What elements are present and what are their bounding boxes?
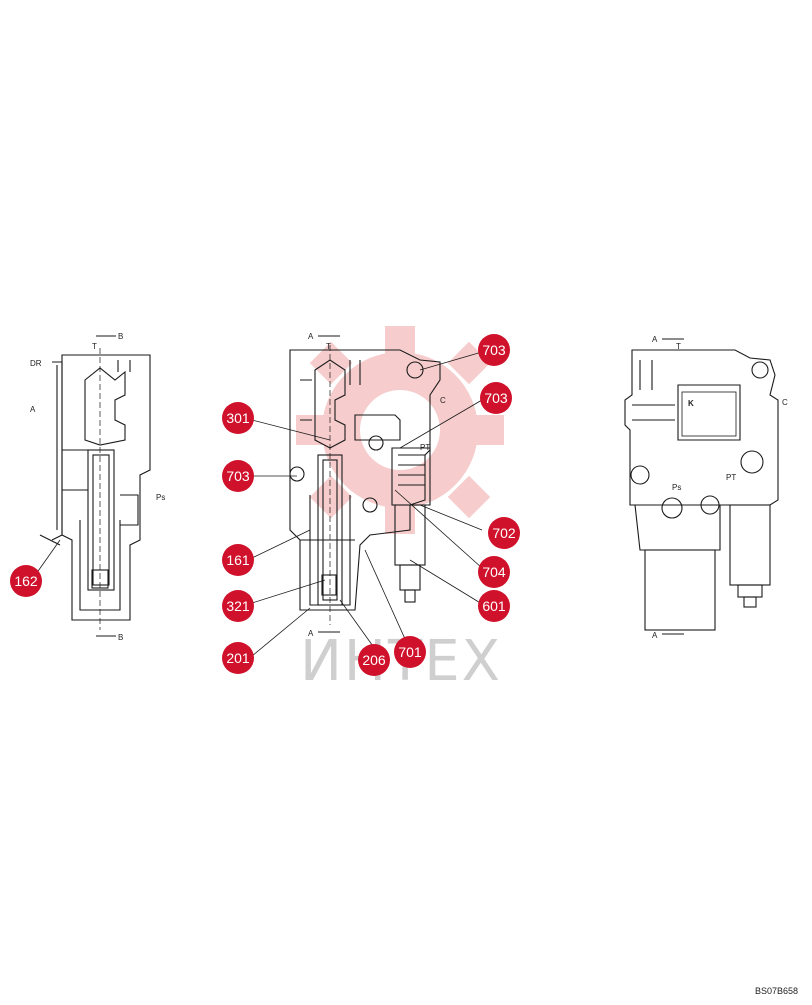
callout-161: 161: [222, 544, 254, 576]
callout-206: 206: [358, 644, 390, 676]
port-label-c-right: C: [782, 398, 788, 407]
right-external-view: [624, 349, 779, 631]
callout-301: 301: [222, 402, 254, 434]
section-label-a-right-top: A: [652, 335, 658, 344]
callout-701: 701: [394, 636, 426, 668]
callout-601: 601: [478, 590, 510, 622]
leader-lines: [35, 351, 483, 657]
callout-label: 301: [226, 410, 250, 426]
callout-label: 321: [226, 598, 250, 614]
port-label-a-left: A: [30, 405, 36, 414]
section-label-a-bottom: A: [308, 629, 314, 638]
callout-703-left: 703: [222, 460, 254, 492]
section-label-a-top: A: [308, 332, 314, 341]
callout-703-mid: 703: [480, 382, 512, 414]
callout-162: 162: [10, 565, 42, 597]
port-label-c-center: C: [440, 396, 446, 405]
left-view-arrows: [96, 335, 116, 637]
callout-label: 703: [482, 342, 506, 358]
callout-702: 702: [488, 517, 520, 549]
right-view-arrows: [662, 338, 684, 635]
port-label-dr: DR: [30, 359, 42, 368]
callout-label: 201: [226, 650, 250, 666]
section-label-b-top: B: [118, 332, 123, 341]
section-label-b-bottom: B: [118, 633, 123, 642]
center-section-view: [289, 345, 441, 625]
callout-201: 201: [222, 642, 254, 674]
port-label-t-center: T: [326, 342, 331, 351]
port-label-t-left: T: [92, 342, 97, 351]
callout-703-top: 703: [478, 334, 510, 366]
callout-label: 704: [482, 564, 506, 580]
left-section-view: [39, 348, 151, 630]
port-label-ps-left: Ps: [156, 493, 165, 502]
callout-704: 704: [478, 556, 510, 588]
section-label-a-right-bottom: A: [652, 631, 658, 640]
callout-label: 601: [482, 598, 506, 614]
callout-label: 702: [492, 525, 516, 541]
port-label-t-right: T: [676, 342, 681, 351]
figure-code: BS07B658: [754, 986, 798, 996]
k-logo-plate: K: [688, 399, 694, 408]
callout-label: 162: [14, 573, 38, 589]
center-view-arrows: [318, 335, 340, 633]
callout-label: 161: [226, 552, 250, 568]
watermark-gear-logo: [296, 326, 504, 534]
port-label-pt-right: PT: [726, 473, 736, 482]
callout-321: 321: [222, 590, 254, 622]
port-label-ps-right: Ps: [672, 483, 681, 492]
callout-label: 703: [484, 390, 508, 406]
callout-label: 701: [398, 644, 422, 660]
callout-label: 703: [226, 468, 250, 484]
callout-label: 206: [362, 652, 386, 668]
port-label-pt-center: PT: [420, 443, 430, 452]
